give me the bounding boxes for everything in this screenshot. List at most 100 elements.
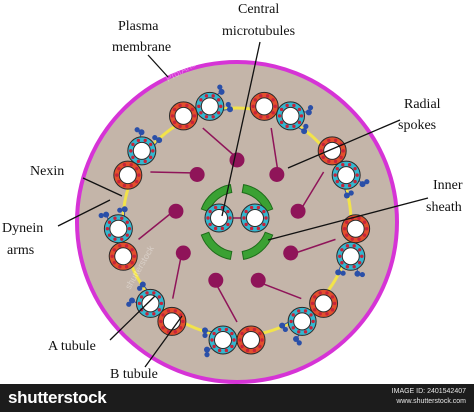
a-tubule-subunit	[113, 237, 117, 241]
footer-brand: shutterstock	[8, 388, 107, 407]
leader-inner-sheath	[267, 197, 429, 241]
a-tubule-subunit	[360, 254, 364, 258]
a-tubule-subunit	[224, 327, 229, 332]
a-tubule-subunit	[353, 179, 357, 184]
a-tubule-subunit	[136, 138, 141, 143]
a-tubule-subunit	[355, 173, 359, 177]
dynein-arm-head	[136, 285, 143, 291]
a-tubule-subunit	[212, 331, 216, 336]
a-tubule-subunit	[341, 162, 345, 167]
central-microtubule-right-subunit	[262, 209, 266, 214]
b-tubule-subunit	[253, 98, 258, 102]
leader-radial-spokes	[287, 119, 401, 169]
leader-a-tubule	[109, 295, 156, 341]
dynein-arm-head	[340, 270, 346, 276]
b-tubule-subunit	[115, 173, 119, 177]
dynein-arm-head	[98, 212, 104, 219]
a-tubule-subunit	[357, 261, 362, 265]
label-plasma-membrane-2: membrane	[112, 40, 171, 55]
b-tubule-subunit	[259, 94, 263, 98]
dynein-arm-head	[279, 322, 286, 329]
a-tubule-subunit	[197, 104, 201, 109]
central-pair	[200, 183, 274, 261]
dynein-arm-head	[126, 301, 132, 307]
a-tubule-subunit	[277, 114, 282, 118]
radial-spoke-line	[138, 210, 175, 240]
b-tubule-subunit	[240, 344, 244, 349]
a-tubule-lumen	[132, 141, 151, 160]
a-tubule-subunit	[230, 344, 234, 349]
dynein-arm-head	[303, 123, 309, 129]
a-tubule-subunit	[347, 183, 352, 188]
b-tubule-lumen	[323, 141, 342, 160]
b-tubule-subunit	[321, 155, 325, 160]
b-tubule-subunit	[265, 115, 270, 119]
b-tubule-lumen	[314, 294, 333, 313]
central-microtubule-left-subunit	[220, 226, 225, 231]
radial-spoke-line	[270, 127, 279, 174]
radial-spoke-line	[299, 171, 325, 212]
b-tubule-subunit	[110, 254, 114, 258]
b-tubule-subunit	[350, 237, 354, 241]
a-tubule-subunit	[131, 155, 135, 160]
b-tubule-subunit	[251, 104, 255, 109]
inner-sheath-bottom-left	[200, 231, 233, 261]
b-tubule-subunit	[240, 331, 244, 336]
b-tubule-subunit	[259, 115, 263, 119]
b-tubule-subunit	[179, 326, 183, 330]
central-microtubule-left-subunit	[226, 209, 230, 214]
radial-spoke-line	[214, 281, 238, 323]
dynein-arm-head	[202, 327, 208, 334]
footer-site: www.shutterstock.com	[396, 398, 466, 405]
microtubule-doublet	[317, 136, 370, 199]
central-microtubule-right-subunit	[249, 226, 254, 231]
footer-image-id: IMAGE ID: 2401542407	[391, 388, 466, 395]
a-tubule-subunit	[125, 220, 129, 224]
radial-spoke-head	[189, 167, 205, 183]
a-tubule-subunit	[297, 330, 301, 334]
a-tubule-subunit	[145, 312, 149, 316]
a-tubule-subunit	[107, 220, 112, 224]
b-tubule-subunit	[325, 291, 329, 295]
b-tubule-subunit	[330, 308, 335, 312]
leader-b-tubule	[144, 315, 183, 368]
b-tubule-subunit	[318, 291, 322, 295]
radial-spokes	[138, 127, 336, 323]
b-tubule-subunit	[345, 233, 349, 237]
a-tubule-subunit	[105, 227, 110, 231]
b-tubule-subunit	[190, 107, 195, 112]
a-tubule-subunit	[120, 237, 124, 241]
b-tubule-subunit	[170, 114, 175, 118]
b-tubule-subunit	[181, 319, 185, 324]
a-tubule-subunit	[333, 173, 337, 177]
radial-spoke-line	[292, 238, 336, 255]
dynein-arm-head	[218, 88, 225, 95]
a-tubule-subunit	[345, 244, 350, 248]
a-tubule-subunit	[352, 265, 356, 269]
a-tubule-lumen	[293, 312, 312, 331]
a-tubule-lumen	[337, 166, 356, 185]
b-tubule-subunit	[129, 183, 133, 188]
b-tubule-subunit	[364, 227, 369, 231]
a-tubule-subunit	[151, 149, 155, 153]
b-tubule-subunit	[327, 138, 331, 143]
radial-spoke-head	[208, 272, 224, 288]
microtubule-doublet	[279, 288, 339, 346]
a-tubule-subunit	[199, 98, 203, 102]
b-tubule-subunit	[159, 319, 163, 324]
a-tubule-subunit	[152, 312, 156, 316]
b-tubule-subunit	[166, 309, 171, 313]
a-tubule-lumen	[109, 219, 128, 238]
inner-sheath-right	[241, 183, 274, 213]
central-microtubule-left-subunit	[213, 226, 218, 231]
a-tubule-subunit	[107, 233, 112, 237]
b-tubule-subunit	[362, 220, 367, 224]
b-tubule-subunit	[245, 327, 250, 332]
b-tubule-subunit	[273, 104, 277, 109]
a-tubule-lumen	[341, 247, 360, 266]
central-microtubule-right-subunit	[264, 216, 268, 220]
dynein-arm-head	[103, 211, 110, 218]
b-tubule-lumen	[114, 247, 133, 266]
b-tubule-subunit	[327, 159, 331, 164]
b-tubule-subunit	[258, 344, 262, 349]
